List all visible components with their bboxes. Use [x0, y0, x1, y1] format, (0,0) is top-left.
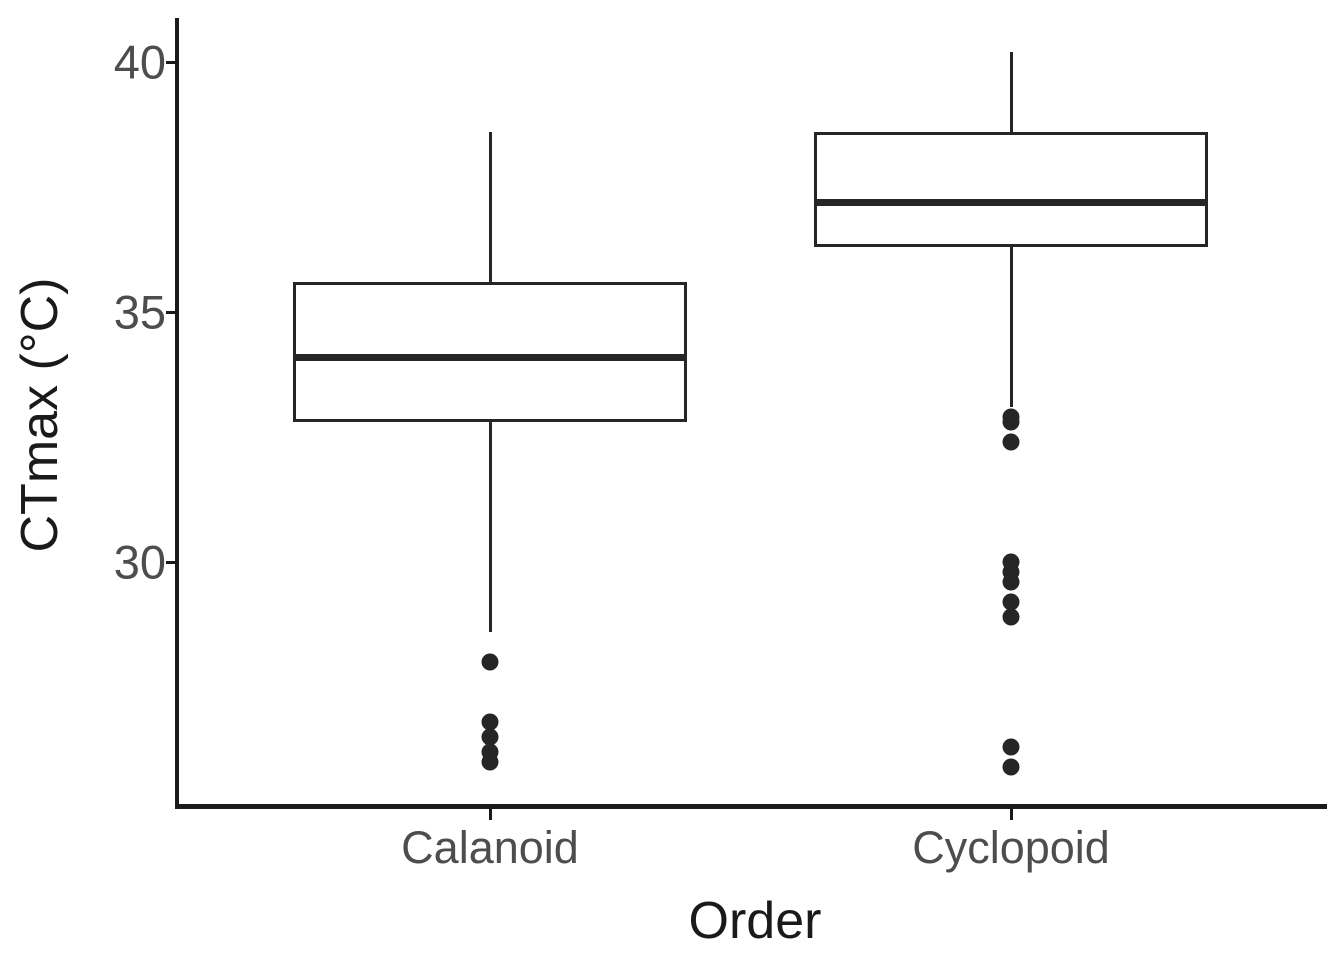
outlier-point — [1002, 413, 1020, 431]
outlier-point — [481, 713, 499, 731]
x-tick-label-calanoid: Calanoid — [401, 822, 579, 873]
outlier-point — [1002, 593, 1020, 611]
x-axis-line — [175, 804, 1327, 809]
x-tick-mark-cyclopoid — [1010, 809, 1013, 820]
outlier-point — [481, 653, 499, 671]
y-tick-label-30: 30 — [113, 535, 166, 589]
median-line — [293, 354, 687, 361]
x-tick-label-cyclopoid: Cyclopoid — [912, 822, 1110, 873]
whisker-upper — [489, 132, 492, 282]
y-tick-label-35: 35 — [113, 285, 166, 339]
x-tick-mark-calanoid — [489, 809, 492, 820]
y-tick-mark-40 — [166, 61, 176, 64]
y-axis-line — [175, 18, 179, 808]
y-tick-mark-35 — [166, 311, 176, 314]
whisker-lower — [489, 422, 492, 632]
outlier-point — [1002, 608, 1020, 626]
y-tick-mark-30 — [166, 561, 176, 564]
whisker-upper — [1010, 52, 1013, 132]
outlier-point — [1002, 573, 1020, 591]
median-line — [814, 199, 1208, 206]
outlier-point — [1002, 738, 1020, 756]
outlier-point — [1002, 433, 1020, 451]
box-iqr — [293, 282, 687, 422]
y-tick-label-40: 40 — [113, 35, 166, 89]
whisker-lower — [1010, 247, 1013, 407]
outlier-point — [1002, 758, 1020, 776]
outlier-point — [481, 728, 499, 746]
box-iqr — [814, 132, 1208, 247]
outlier-point — [481, 753, 499, 771]
x-axis-title: Order — [688, 892, 822, 950]
